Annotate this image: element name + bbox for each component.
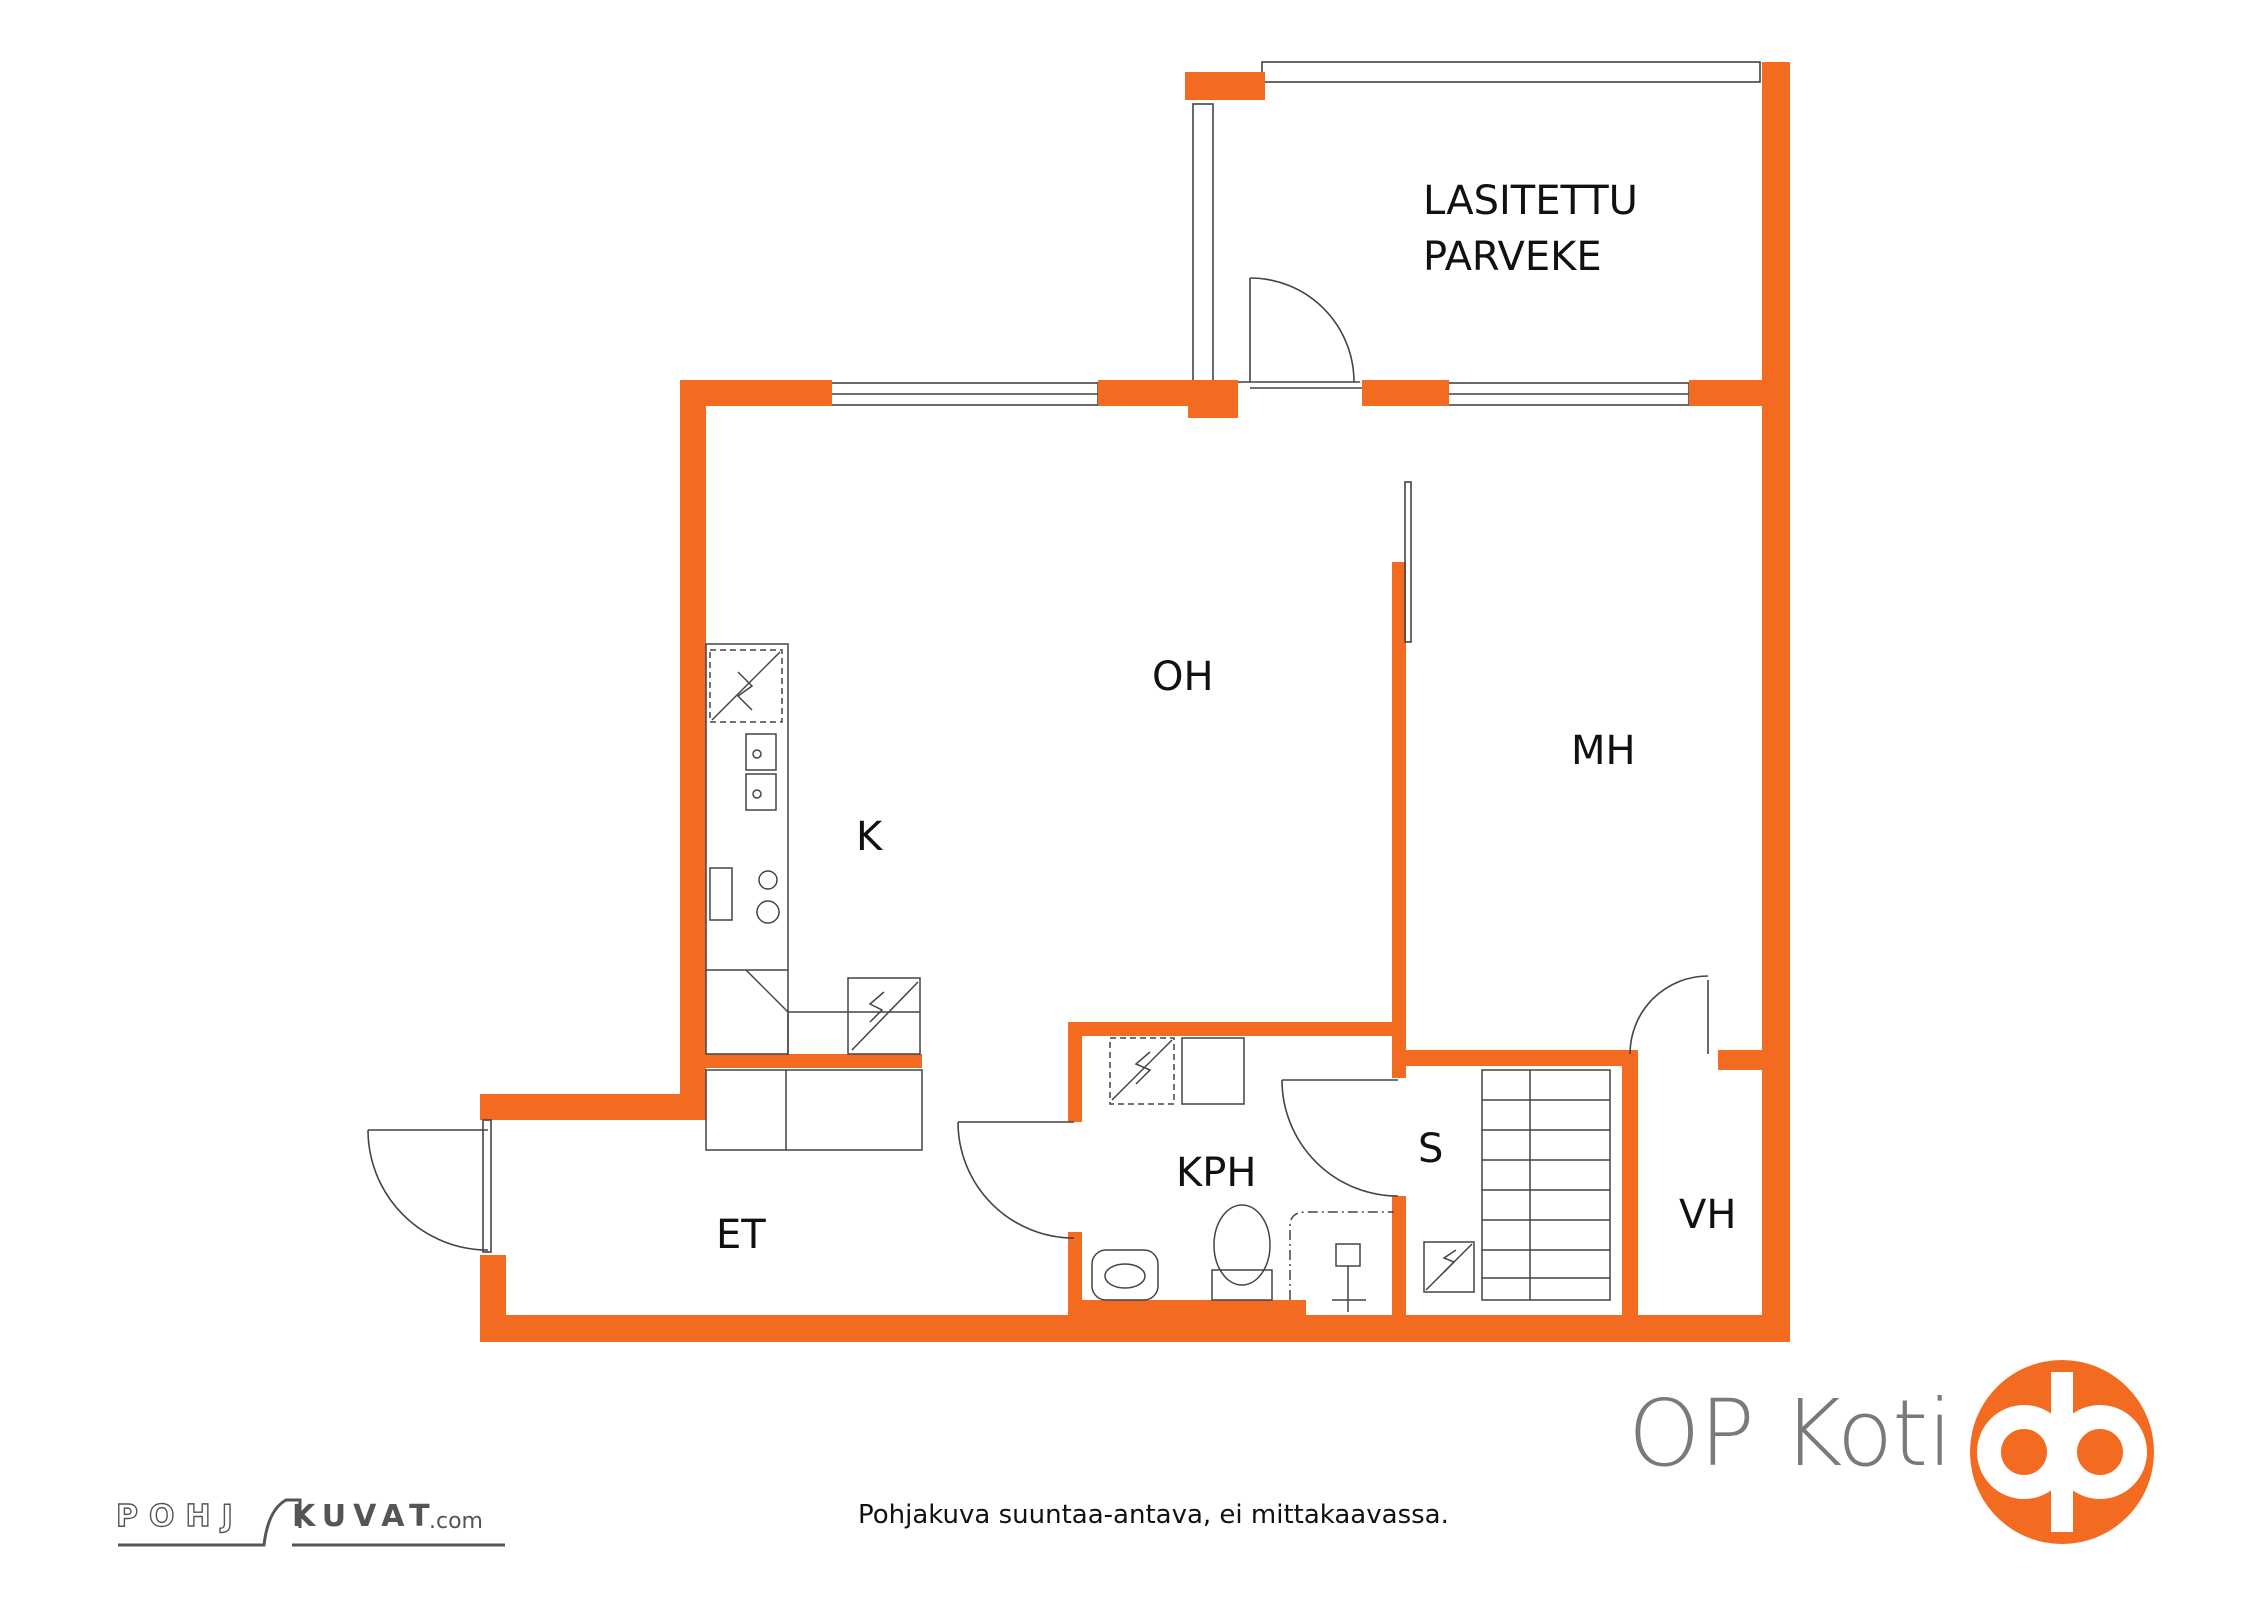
window-mh bbox=[1446, 382, 1690, 406]
op-logo-icon bbox=[1970, 1360, 2154, 1544]
pohjakuvat-suffix: .com bbox=[429, 1509, 483, 1534]
pohjakuvat-left-text: POHJ bbox=[115, 1498, 244, 1534]
room-label-et: ET bbox=[716, 1212, 766, 1258]
entry-cabinet bbox=[705, 1069, 923, 1151]
room-label-balcony-1: LASITETTU bbox=[1423, 178, 1638, 224]
vh-door[interactable] bbox=[1629, 975, 1709, 1055]
room-label-s: S bbox=[1418, 1126, 1443, 1172]
bathroom-fixtures bbox=[1091, 1037, 1394, 1312]
sauna-door[interactable] bbox=[1281, 1079, 1399, 1197]
balcony-door[interactable] bbox=[1249, 277, 1362, 389]
pohjakuvat-mark bbox=[118, 1498, 505, 1547]
brand-name: OP Koti bbox=[1628, 1380, 1953, 1487]
pohjakuvat-logo: POHJ KUVAT .com bbox=[115, 1495, 516, 1545]
entrance-door[interactable] bbox=[367, 1119, 492, 1253]
room-label-vh: VH bbox=[1679, 1192, 1736, 1238]
room-label-k: K bbox=[856, 814, 884, 860]
sauna-fixtures bbox=[1423, 1069, 1611, 1301]
window-oh bbox=[829, 382, 1099, 406]
room-label-oh: OH bbox=[1152, 654, 1214, 700]
room-label-mh: MH bbox=[1571, 728, 1636, 774]
disclaimer-text: Pohjakuva suuntaa-antava, ei mittakaavas… bbox=[858, 1500, 1449, 1530]
kitchen-counter bbox=[705, 643, 921, 1055]
room-label-balcony-2: PARVEKE bbox=[1423, 234, 1602, 280]
pohjakuvat-right-text: KUVAT bbox=[292, 1499, 437, 1534]
room-label-kph: KPH bbox=[1176, 1150, 1256, 1196]
mh-pocket-door[interactable] bbox=[1404, 481, 1412, 643]
walls bbox=[480, 62, 1790, 1342]
bathroom-door[interactable] bbox=[957, 1121, 1075, 1239]
